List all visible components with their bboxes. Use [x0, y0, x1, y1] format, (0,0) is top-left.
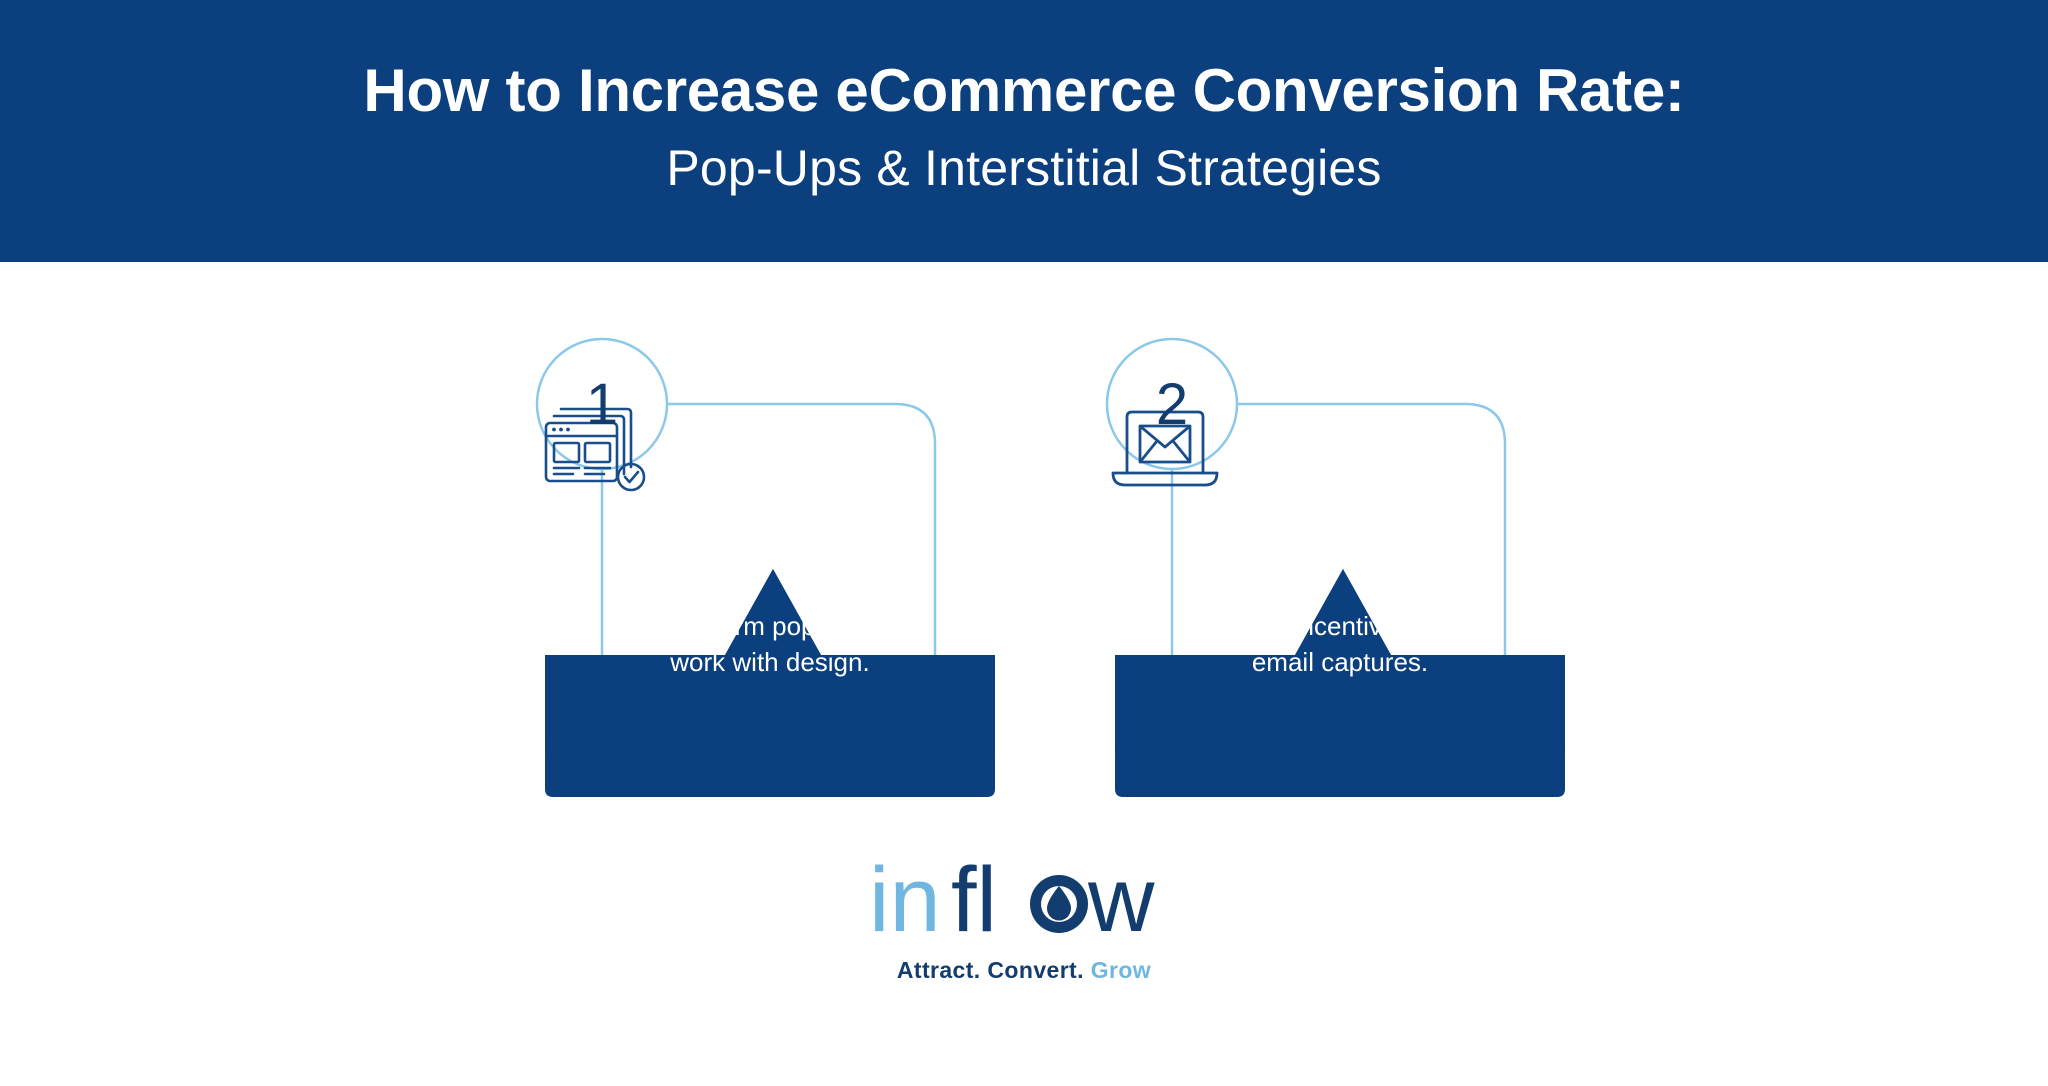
stacked-browser-windows-check-icon	[544, 407, 646, 492]
tagline-convert: Convert.	[987, 957, 1084, 983]
card-2-caption-line-1: Give incentives for	[1233, 611, 1447, 641]
card-1-fill-rounded	[545, 569, 995, 789]
tagline-attract: Attract.	[896, 957, 981, 983]
card-1-caption-line-1: Confirm pop-ups	[673, 611, 867, 641]
card-2-caption: Give incentives for email captures.	[1133, 609, 1547, 681]
step-card-1[interactable]: 1	[535, 337, 1005, 797]
logo-text-in: in	[869, 855, 941, 947]
logo-text-flow: fl	[951, 855, 997, 947]
water-drop-icon	[1047, 886, 1071, 921]
logo-text-w: w	[1087, 855, 1155, 947]
card-2-number: 2	[1155, 371, 1189, 437]
step-card-2[interactable]: 2 Give incentives	[1105, 337, 1575, 797]
page-title: How to Increase eCommerce Conversion Rat…	[363, 56, 1685, 124]
card-2-fill-rounded	[1115, 569, 1565, 789]
brand-logo-block: in fl w Attract. Convert. Grow	[0, 855, 2048, 984]
page-subtitle: Pop-Ups & Interstitial Strategies	[666, 140, 1382, 197]
cards-container: 1	[0, 262, 2048, 822]
brand-tagline: Attract. Convert. Grow	[897, 957, 1151, 984]
card-2-caption-line-2: email captures.	[1251, 646, 1429, 677]
browser-dots-icon	[552, 427, 570, 432]
tagline-grow: Grow	[1090, 957, 1152, 983]
card-1-caption-line-2: work with design.	[670, 646, 870, 677]
header-banner: How to Increase eCommerce Conversion Rat…	[0, 0, 2048, 262]
card-1-caption: Confirm pop-ups work with design.	[563, 609, 977, 681]
laptop-envelope-icon	[1111, 410, 1219, 487]
card-1-number: 1	[585, 371, 619, 437]
inflow-logo: in fl w	[869, 855, 1155, 947]
